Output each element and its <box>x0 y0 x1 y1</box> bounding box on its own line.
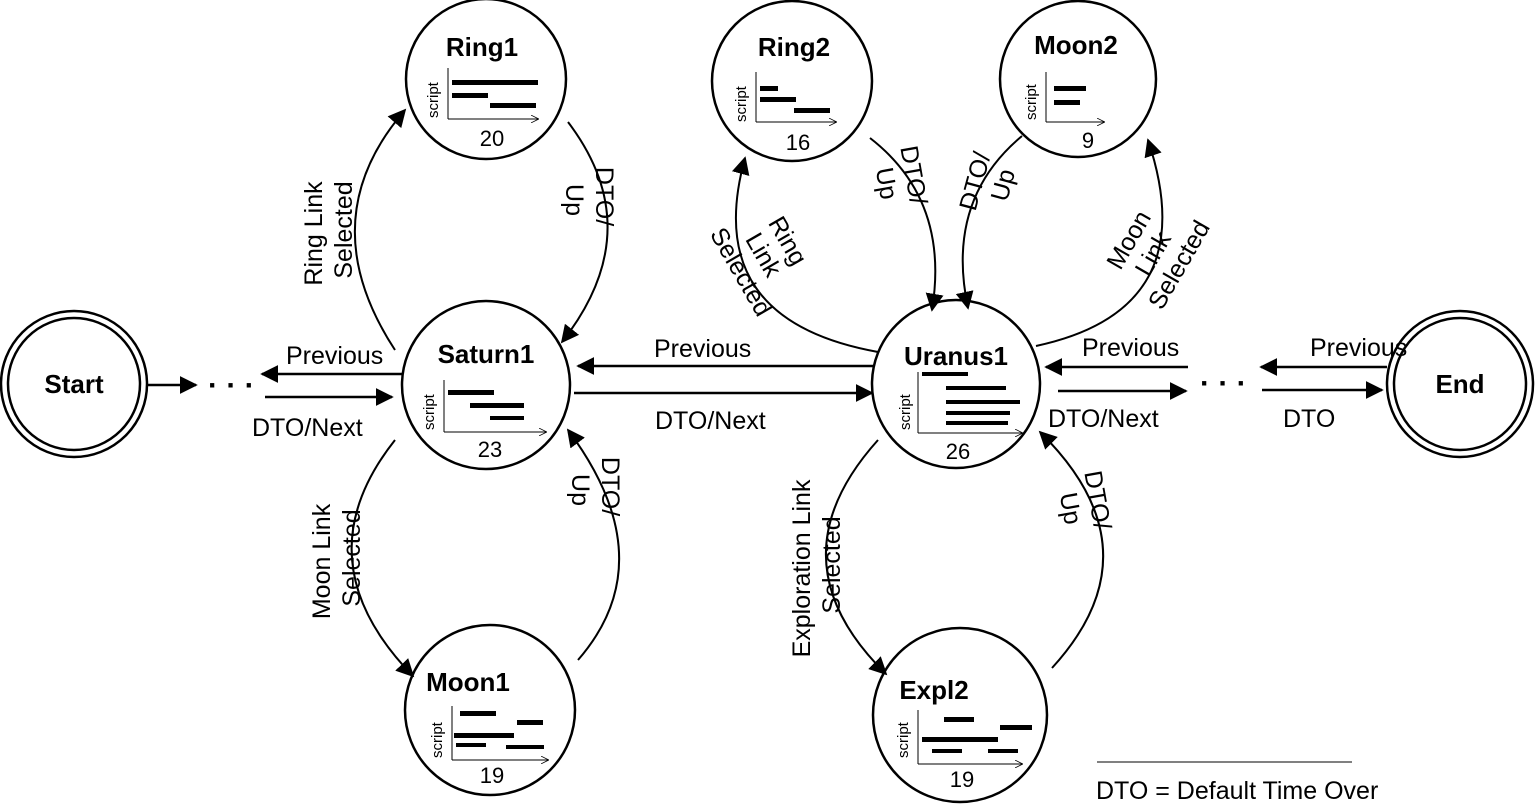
script-timeline-saturn1: script <box>421 380 546 432</box>
node-ring1-label: Ring1 <box>446 32 518 62</box>
node-end: End <box>1385 309 1535 459</box>
node-moon2-duration: 9 <box>1082 128 1094 153</box>
edge-uranus-expl2 <box>825 439 888 676</box>
script-timeline-ring2: script <box>733 72 836 122</box>
script-bar <box>506 745 544 749</box>
edge-uranus-moon2 <box>1035 138 1164 347</box>
script-bar <box>452 93 488 98</box>
node-ring1-duration: 20 <box>480 126 504 151</box>
node-moon1-duration: 19 <box>480 763 504 788</box>
script-bar <box>946 421 1008 425</box>
script-bar <box>988 749 1018 753</box>
script-bar <box>517 720 543 725</box>
label-previous-middle: Previous <box>654 335 751 363</box>
script-axis-label: script <box>733 85 750 122</box>
label-dto-next-uranus-right: DTO/Next <box>1048 405 1159 433</box>
label-ring-link-saturn: Ring Link Selected <box>300 174 358 285</box>
ellipsis-left: · · · <box>208 369 255 402</box>
script-bar <box>760 86 778 91</box>
script-bar <box>1054 100 1080 105</box>
script-timeline-expl2: script <box>895 710 1032 764</box>
script-axis-label: script <box>897 393 914 430</box>
ellipsis-right: · · · <box>1200 367 1247 400</box>
label-moon-link-saturn: Moon Link Selected <box>308 497 366 619</box>
label-previous-uranus-right: Previous <box>1082 334 1179 362</box>
node-moon2-label: Moon2 <box>1034 30 1118 60</box>
label-dto-up-ring2: DTO/ Up <box>867 144 934 219</box>
label-dto-up-moon2: DTO/ Up <box>954 142 1025 220</box>
script-axis-label: script <box>895 721 912 758</box>
node-expl2-duration: 19 <box>950 767 974 792</box>
script-bar <box>946 400 1020 404</box>
edges: · · · Previous DTO/Next Previous DTO/Nex… <box>148 108 1407 678</box>
node-saturn1-label: Saturn1 <box>438 339 535 369</box>
node-uranus1: Uranus1 script 26 <box>870 298 1042 470</box>
script-bar <box>470 403 524 408</box>
node-moon2: Moon2 script 9 <box>998 0 1158 159</box>
node-ring2-duration: 16 <box>786 130 810 155</box>
script-bar <box>452 80 538 85</box>
label-dto-end: DTO <box>1283 405 1335 433</box>
script-bar <box>454 733 514 738</box>
node-saturn1-duration: 23 <box>478 437 502 462</box>
node-end-label: End <box>1435 369 1484 399</box>
edge-moon1-saturn <box>566 428 621 661</box>
script-axis-label: script <box>429 721 446 758</box>
label-dto-next-middle: DTO/Next <box>655 407 766 435</box>
node-start: Start <box>0 309 149 459</box>
edge-ring1-saturn <box>560 121 609 344</box>
edge-moon2-uranus <box>955 135 1023 310</box>
node-start-label: Start <box>44 369 104 399</box>
edge-ring2-uranus <box>869 137 944 312</box>
edge-saturn-moon1 <box>350 439 415 678</box>
script-bar <box>944 717 974 722</box>
node-ring2-label: Ring2 <box>758 32 830 62</box>
label-dto-up-expl2: DTO/ Up <box>1051 469 1118 544</box>
script-timeline-moon1: script <box>429 706 548 760</box>
node-expl2-label: Expl2 <box>899 675 968 705</box>
label-dto-up-moon1: DTO/ Up <box>566 457 624 523</box>
script-bar <box>946 386 1006 390</box>
label-dto-up-ring1: DTO/ Up <box>560 167 618 233</box>
legend: DTO = Default Time Over <box>1096 761 1378 804</box>
script-bar <box>460 711 496 716</box>
legend-text: DTO = Default Time Over <box>1096 777 1378 804</box>
node-saturn1: Saturn1 script 23 <box>400 299 572 471</box>
node-expl2: Expl2 script 19 <box>871 626 1049 804</box>
edge-uranus-ring2 <box>731 156 879 353</box>
script-timeline-moon2: script <box>1023 72 1104 122</box>
script-bar <box>456 743 486 747</box>
label-moon-link-uranus: Moon Link Selected <box>1094 188 1215 314</box>
label-exploration-link: Exploration Link Selected <box>788 473 846 658</box>
script-bar <box>1054 86 1086 91</box>
node-moon1: Moon1 script 19 <box>403 623 577 797</box>
script-bar <box>490 103 536 108</box>
label-ring-link-uranus: Ring Link Selected <box>704 195 825 321</box>
script-bar <box>932 749 962 753</box>
script-bar <box>448 390 494 395</box>
node-uranus1-duration: 26 <box>946 439 970 464</box>
node-uranus1-label: Uranus1 <box>904 341 1008 371</box>
script-bar <box>922 737 998 742</box>
script-bar <box>490 416 524 420</box>
node-ring2: Ring2 script 16 <box>710 0 874 163</box>
script-bar <box>922 372 968 376</box>
script-axis-label: script <box>421 393 438 430</box>
node-ring1: Ring1 script 20 <box>404 0 568 161</box>
script-axis-label: script <box>1023 83 1040 120</box>
label-dto-next-saturn-left: DTO/Next <box>252 414 363 442</box>
edge-expl2-uranus <box>1038 430 1104 669</box>
node-moon1-label: Moon1 <box>426 667 510 697</box>
script-bar <box>946 411 1010 415</box>
script-axis-label: script <box>425 81 442 118</box>
script-timeline-uranus1: script <box>897 372 1022 433</box>
edge-saturn-ring1 <box>353 108 407 351</box>
script-bar <box>760 97 796 102</box>
script-bar <box>794 108 830 113</box>
script-bar <box>1000 725 1032 730</box>
label-previous-saturn-left: Previous <box>286 342 383 370</box>
script-timeline-ring1: script <box>425 68 538 119</box>
